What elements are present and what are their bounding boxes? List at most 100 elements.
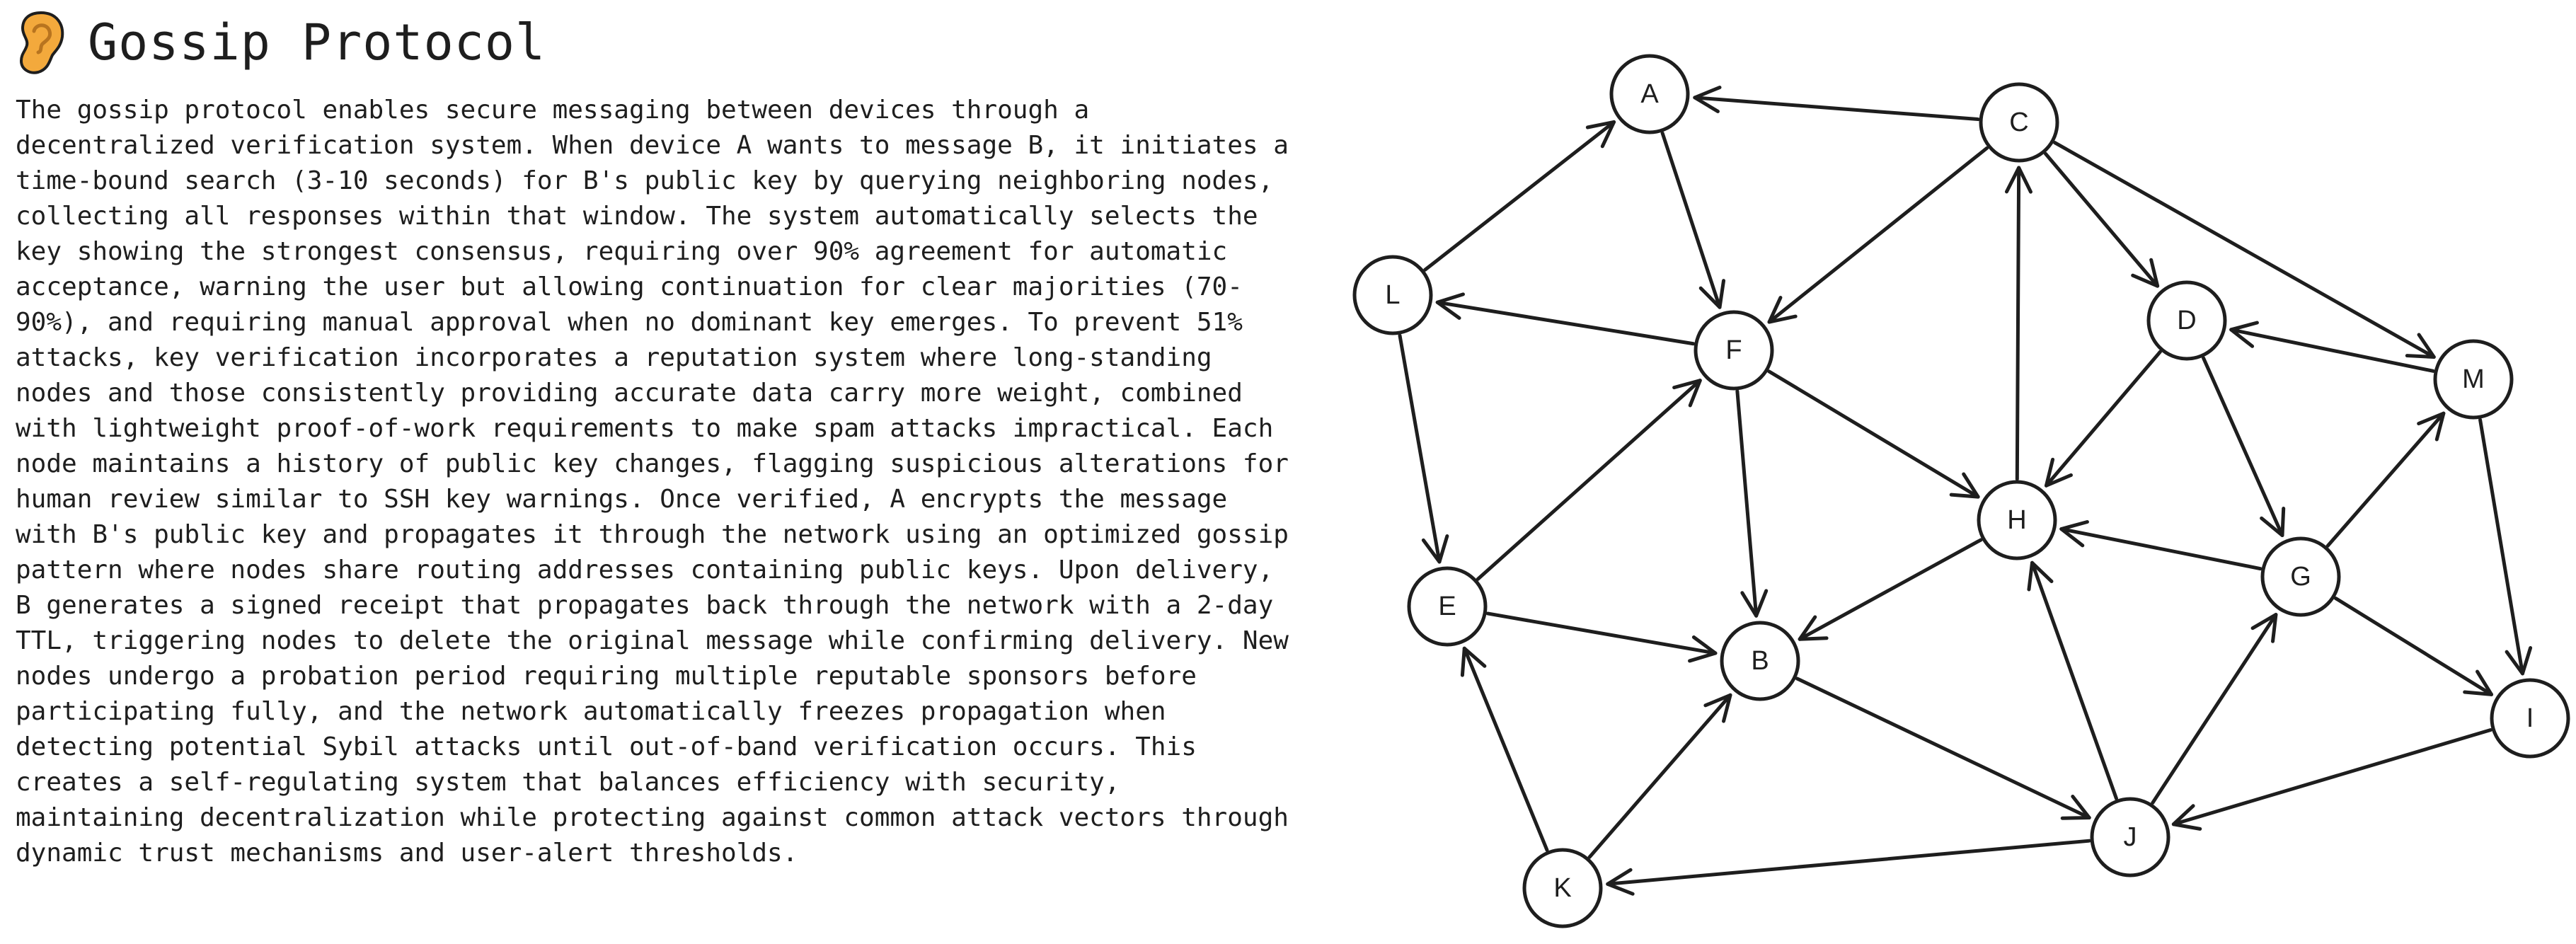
edge-line (2151, 613, 2278, 805)
edge-line (1693, 96, 1980, 122)
node-k: K (1522, 848, 1603, 928)
node-label: B (1751, 646, 1769, 676)
edge-line (2043, 151, 2160, 288)
node-m: M (2433, 339, 2514, 420)
edge-line (2229, 328, 2435, 373)
node-label: G (2290, 562, 2311, 592)
edge-h-c (2004, 166, 2032, 481)
arrowhead-icon (1703, 693, 1732, 723)
arrowhead-icon (1672, 379, 1702, 408)
node-circle (2260, 536, 2341, 617)
edge-j-g (2151, 613, 2278, 805)
node-circle (1977, 480, 2057, 560)
arrowhead-icon (1698, 279, 1726, 309)
edge-g-i (2333, 596, 2494, 696)
node-label: M (2462, 364, 2485, 394)
arrowhead-icon (2417, 411, 2446, 442)
node-label: E (1438, 592, 1456, 621)
node-i: I (2490, 678, 2570, 759)
edge-line (1798, 538, 1983, 641)
node-f: F (1694, 310, 1774, 391)
edge-line (1767, 146, 1989, 324)
edge-c-f (1767, 146, 1989, 324)
arrowhead-icon (2463, 669, 2494, 696)
edge-d-g (2202, 356, 2286, 538)
arrowhead-icon (2229, 321, 2259, 348)
arrowhead-icon (1767, 296, 1798, 324)
edge-line (1435, 300, 1696, 346)
edge-line (1606, 839, 2091, 886)
arrowhead-icon (2044, 457, 2073, 488)
edge-l-e (1398, 333, 1449, 564)
node-circle (1609, 54, 1690, 134)
node-h: H (1977, 480, 2057, 560)
edge-j-h (2027, 560, 2118, 800)
node-label: D (2177, 306, 2196, 335)
edge-h-b (1798, 538, 1983, 641)
arrowhead-icon (1460, 646, 1487, 677)
arrowhead-icon (2405, 333, 2436, 359)
edge-line (1462, 646, 1549, 852)
graph-edges (1398, 86, 2533, 896)
node-d: D (2146, 280, 2227, 361)
node-circle (1694, 310, 1774, 391)
edge-j-k (1606, 839, 2091, 896)
node-a: A (1609, 54, 1690, 134)
edge-line (2059, 527, 2262, 571)
arrowhead-icon (2027, 560, 2054, 592)
arrowhead-icon (2004, 166, 2032, 194)
node-b: B (1720, 621, 1800, 701)
edge-line (1398, 333, 1442, 564)
edge-a-f (1660, 131, 1726, 309)
node-l: L (1352, 255, 1433, 335)
edge-b-j (1795, 677, 2091, 820)
node-circle (2146, 280, 2227, 361)
edge-f-b (1735, 389, 1769, 618)
arrowhead-icon (1435, 292, 1465, 320)
node-circle (2490, 678, 2570, 759)
node-label: H (2007, 505, 2026, 535)
edge-m-i (2478, 418, 2533, 676)
description-text: The gossip protocol enables secure messa… (16, 96, 1289, 868)
node-circle (1352, 255, 1433, 335)
page-title: Gossip Protocol (88, 13, 546, 71)
arrowhead-icon (2131, 258, 2160, 288)
node-circle (1522, 848, 1603, 928)
arrowhead-icon (1798, 615, 1829, 641)
edge-m-d (2229, 321, 2435, 373)
edge-line (2333, 596, 2494, 696)
edge-line (1476, 379, 1702, 581)
edge-e-f (1476, 379, 1702, 581)
edge-line (2052, 141, 2436, 359)
edge-i-j (2171, 728, 2492, 831)
edge-line (2171, 728, 2492, 827)
node-circle (2433, 339, 2514, 420)
edge-line (2044, 350, 2162, 488)
edge-line (1767, 369, 1980, 499)
arrowhead-icon (1949, 472, 1980, 499)
edge-e-b (1485, 611, 1718, 663)
arrowhead-icon (2059, 520, 2089, 548)
arrowhead-icon (1606, 868, 1635, 896)
arrowhead-icon (1740, 589, 1769, 618)
node-e: E (1407, 566, 1488, 647)
node-circle (1979, 82, 2059, 163)
node-c: C (1979, 82, 2059, 163)
arrowhead-icon (2171, 804, 2202, 831)
edge-line (1660, 131, 1722, 309)
edge-line (1735, 389, 1759, 618)
edge-line (2478, 418, 2524, 676)
edge-k-e (1460, 646, 1549, 852)
edge-line (1795, 677, 2091, 819)
edge-line (1587, 693, 1732, 859)
node-g: G (2260, 536, 2341, 617)
edge-line (2325, 411, 2446, 548)
node-label: A (1640, 79, 1659, 109)
node-label: F (1725, 335, 1742, 365)
edge-line (2015, 166, 2021, 481)
edge-f-h (1767, 369, 1980, 499)
arrowhead-icon (1421, 534, 1449, 564)
edge-c-m (2052, 141, 2436, 359)
edge-line (2202, 356, 2284, 538)
